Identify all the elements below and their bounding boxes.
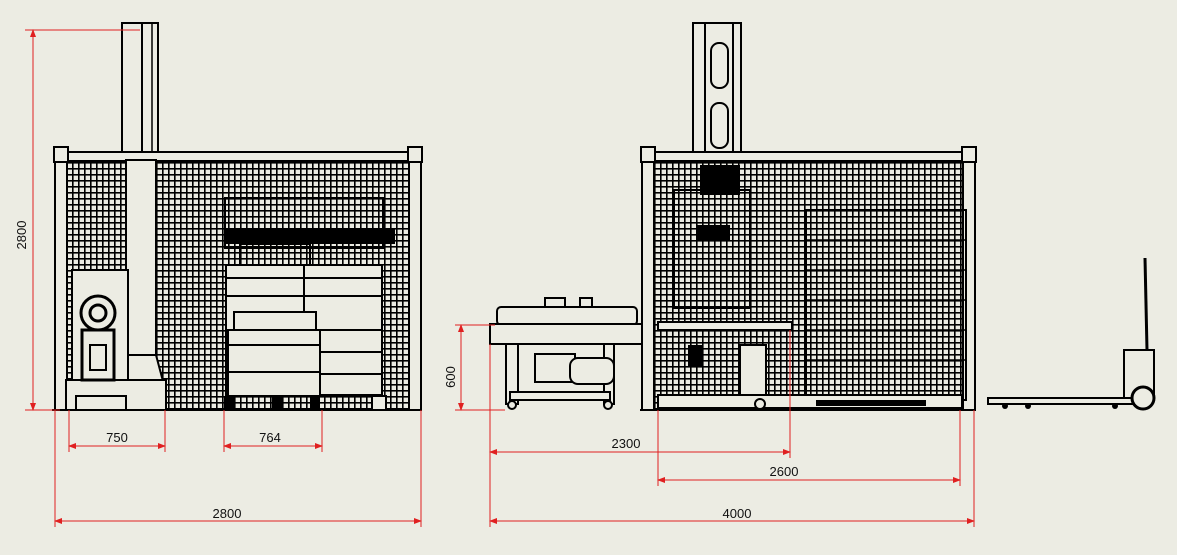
- side-top-rail: [647, 151, 975, 162]
- side-conveyor-table: [489, 297, 643, 410]
- dim-side-table-length: 2300: [612, 436, 641, 451]
- dimension-lines: [25, 29, 975, 527]
- dimension-labels: 2800 750 764 2800 600 2300 2600 4000: [14, 221, 798, 521]
- side-post-left: [641, 146, 655, 411]
- dim-front-width: 2800: [213, 506, 242, 521]
- dim-front-height: 2800: [14, 221, 29, 250]
- front-cabinet: [224, 264, 387, 411]
- dim-side-total-length: 4000: [723, 506, 752, 521]
- front-robot-column: [125, 159, 157, 383]
- dim-side-table-height: 600: [443, 366, 458, 388]
- side-post-right: [962, 146, 976, 411]
- front-view: [52, 22, 423, 411]
- side-pallet-jack: [987, 257, 1156, 411]
- side-view: [489, 22, 1156, 411]
- dim-side-cell-length: 2600: [770, 464, 799, 479]
- front-post-right: [408, 146, 422, 411]
- dim-front-base-right: 764: [259, 430, 281, 445]
- side-mesh-panel: [653, 159, 971, 411]
- front-post-left: [54, 146, 68, 411]
- dim-front-base-left: 750: [106, 430, 128, 445]
- front-top-rail: [59, 151, 419, 162]
- front-machine-left: [71, 269, 129, 411]
